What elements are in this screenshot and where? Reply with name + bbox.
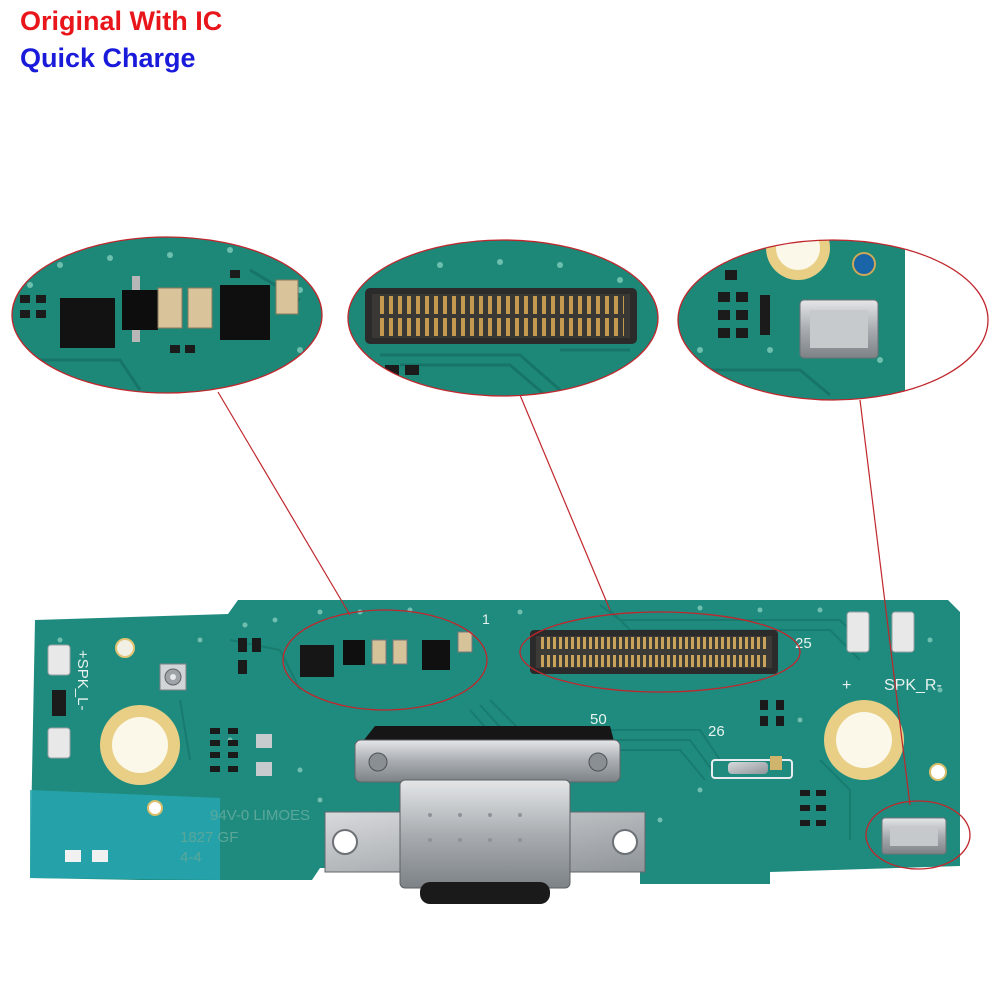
zoom-callout-ic: [11, 236, 323, 394]
zoom-callout-connector: [347, 239, 659, 397]
caption-quick-charge: Quick Charge: [20, 43, 196, 73]
usb-c-charging-port: [324, 726, 646, 904]
rf-antenna-connector: [159, 663, 187, 691]
highlight-microphone: [865, 800, 971, 870]
label-spk-right: SPK_R-: [884, 677, 942, 694]
spring-contact: [711, 756, 793, 779]
pcb-board: +SPK_L-: [30, 600, 971, 904]
board-to-board-connector: [530, 630, 778, 674]
label-pin-1: 1: [482, 611, 490, 627]
speaker-right-pads: [846, 611, 915, 653]
label-pin-26: 26: [708, 723, 725, 740]
leader-lines: [217, 391, 911, 806]
caption-original-with-ic: Original With IC: [20, 6, 223, 36]
label-spk-left: +SPK_L-: [74, 650, 91, 710]
microphone-component: [881, 817, 947, 855]
fab-mark-line2: 1827 GF: [180, 829, 238, 846]
label-pin-50: 50: [590, 711, 607, 728]
speaker-left-pads: [47, 644, 71, 759]
fab-mark-line1: 94V-0 LIMOES: [210, 807, 310, 824]
zoom-callout-microphone: [677, 239, 989, 401]
highlight-ic: [282, 609, 488, 711]
fab-mark-line3: 4-4: [180, 849, 202, 866]
mounting-hole-small-left: [115, 638, 135, 658]
highlight-connector: [519, 611, 801, 693]
mounting-hole-large-right: [824, 700, 904, 780]
mounting-hole-large-left: [100, 705, 180, 785]
power-ic-cluster: [300, 631, 473, 677]
label-plus: +: [842, 677, 851, 694]
